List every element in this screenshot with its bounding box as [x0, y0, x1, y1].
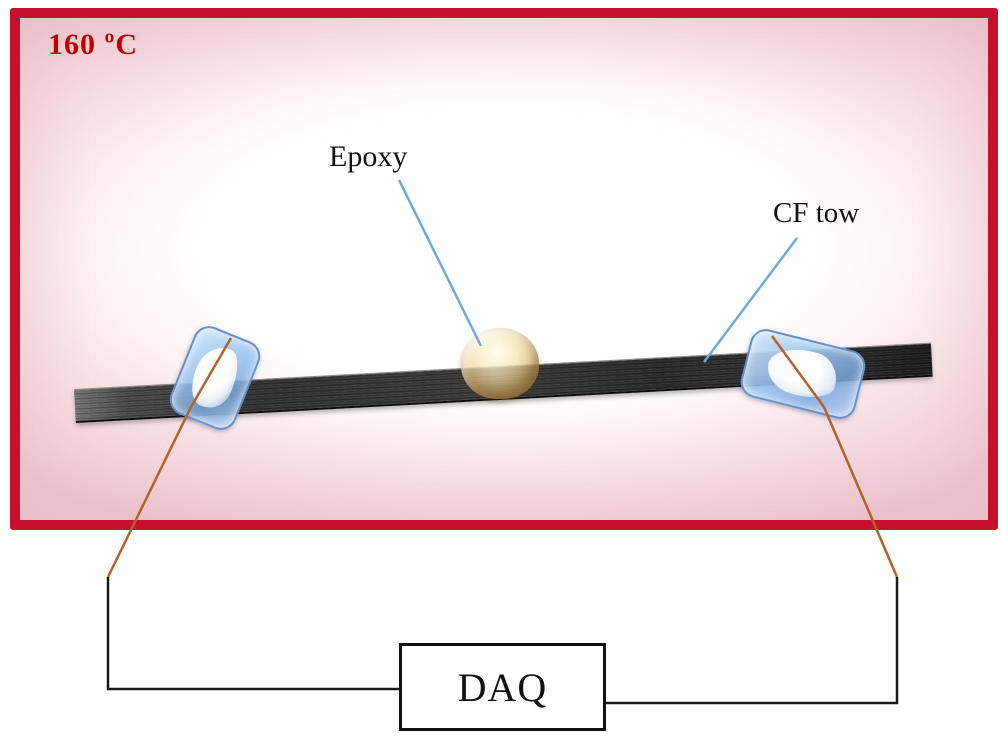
- daq-label: DAQ: [457, 664, 548, 710]
- epoxy-label: Epoxy: [329, 140, 408, 173]
- right-silver-paste: [762, 342, 842, 405]
- temperature-label: 160 ºC: [48, 28, 139, 61]
- cf-tow-label: CF tow: [773, 197, 860, 229]
- left-silver-paste: [183, 340, 246, 414]
- epoxy-droplet: [461, 328, 539, 399]
- oven-chamber: [10, 8, 998, 530]
- daq-box: DAQ: [399, 643, 606, 731]
- right-daq-wire: [602, 577, 899, 705]
- left-daq-wire: [106, 577, 399, 691]
